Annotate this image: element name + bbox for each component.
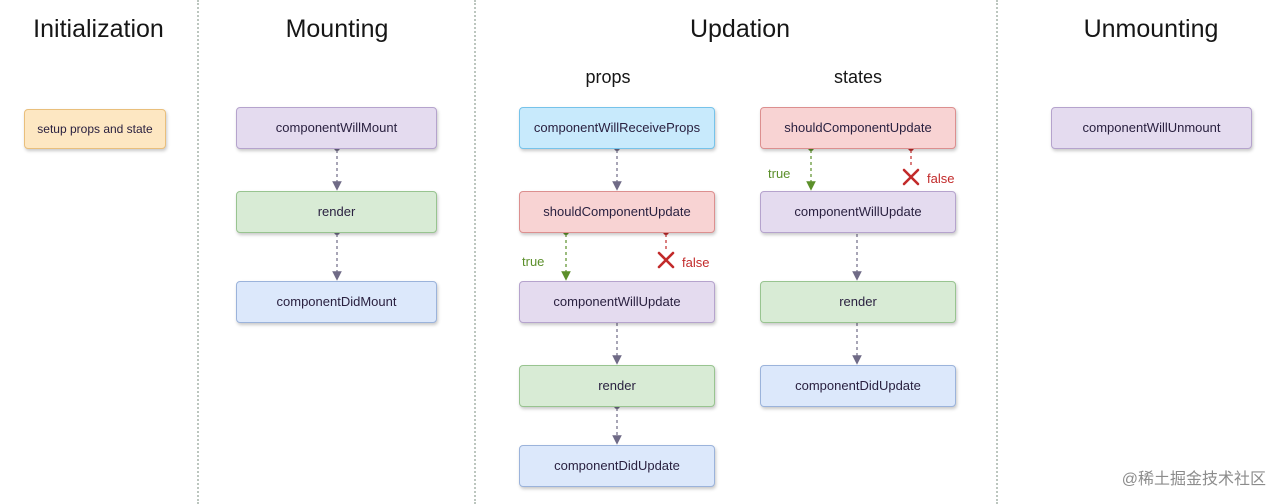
divider-initialization-mounting [197, 0, 199, 504]
heading-mounting: Mounting [285, 15, 389, 43]
states-false-label: false [927, 171, 955, 186]
unmount-component-will-unmount-box: componentWillUnmount [1051, 107, 1252, 149]
states-should-component-update-box: shouldComponentUpdate [760, 107, 956, 149]
states-component-did-update-box: componentDidUpdate [760, 365, 956, 407]
arrow-props-render-to-didupdate [612, 403, 622, 445]
arrow-states-false-branch [902, 145, 920, 186]
props-should-component-update-box: shouldComponentUpdate [519, 191, 715, 233]
mount-render-box: render [236, 191, 437, 233]
setup-props-and-state-box: setup props and state [24, 109, 166, 149]
divider-mounting-updation [474, 0, 476, 504]
subheading-props: props [585, 67, 631, 87]
props-component-did-update-box: componentDidUpdate [519, 445, 715, 487]
props-component-will-update-box: componentWillUpdate [519, 281, 715, 323]
subheading-states: states [833, 67, 883, 87]
props-render-box: render [519, 365, 715, 407]
mount-component-will-mount-box: componentWillMount [236, 107, 437, 149]
props-component-will-receive-props-box: componentWillReceiveProps [519, 107, 715, 149]
states-render-box: render [760, 281, 956, 323]
arrow-states-true-branch [806, 145, 816, 191]
mount-component-did-mount-box: componentDidMount [236, 281, 437, 323]
heading-initialization: Initialization [33, 15, 164, 43]
heading-updation: Updation [689, 15, 791, 43]
states-component-will-update-box: componentWillUpdate [760, 191, 956, 233]
arrow-props-false-branch [657, 229, 675, 269]
props-true-label: true [522, 254, 545, 269]
arrow-props-true-branch [561, 229, 571, 281]
arrow-mount-willmount-to-render [332, 145, 342, 191]
states-true-label: true [768, 166, 791, 181]
divider-updation-unmounting [996, 0, 998, 504]
props-false-label: false [682, 255, 710, 270]
arrow-mount-render-to-didmount [332, 229, 342, 281]
heading-unmounting: Unmounting [1083, 15, 1219, 43]
arrow-props-receive-to-should [612, 145, 622, 191]
watermark: @稀土掘金技术社区 [1121, 471, 1266, 488]
